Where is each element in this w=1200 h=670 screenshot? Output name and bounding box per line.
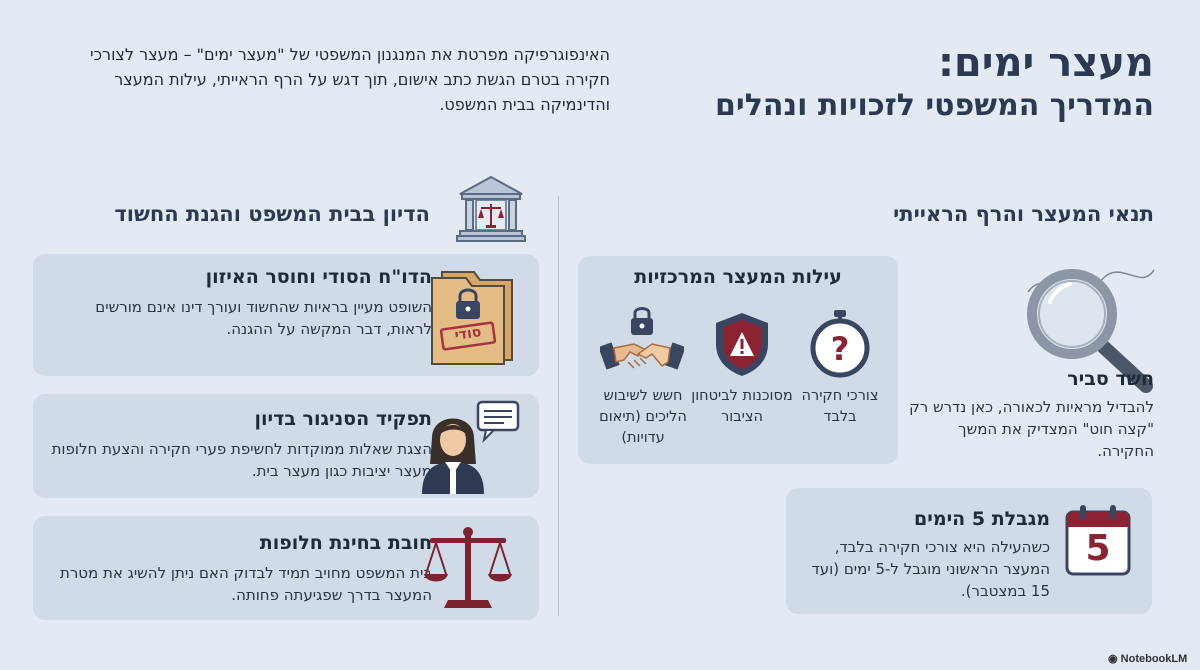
secret-folder-icon: סודי — [428, 264, 518, 368]
five-day-limit-title: מגבלת 5 הימים — [914, 508, 1050, 530]
calendar-icon: 5 — [1064, 502, 1132, 578]
page-subtitle: המדריך המשפטי לזכויות ונהלים — [715, 88, 1154, 123]
suspicion-title: חשד סביר — [1067, 368, 1154, 390]
ground-label-danger: מסוכנות לביטחון הציבור — [691, 388, 793, 425]
intro-text: האינפוגרפיקה מפרטת את המנגנון המשפטי של … — [90, 45, 610, 114]
magnifier-icon — [1020, 262, 1160, 394]
secret-report-text: השופט מעיין בראיות שהחשוד ועורך דינו אינ… — [95, 298, 432, 338]
detention-grounds-title: עילות המעצר המרכזיות — [634, 266, 842, 288]
page-title: מעצר ימים: — [937, 40, 1154, 86]
svg-text:?: ? — [831, 330, 850, 368]
lawyer-icon — [418, 398, 522, 494]
ground-label-investigation: צורכי חקירה בלבד — [801, 388, 879, 425]
courthouse-icon — [456, 174, 526, 242]
calendar-number: 5 — [1085, 528, 1111, 569]
left-section-heading: הדיון בבית המשפט והגנת החשוד — [114, 202, 430, 226]
alternatives-title: חובת בחינת חלופות — [259, 532, 432, 554]
defender-role-title: תפקיד הסניגור בדיון — [254, 408, 432, 430]
warning-shield-icon — [712, 310, 772, 378]
suspicion-text: להבדיל מראיות לכאורה, כאן נדרש רק "קצה ח… — [909, 398, 1154, 460]
notebooklm-icon: ◉ — [1108, 653, 1118, 665]
scales-icon — [422, 524, 514, 612]
right-section-heading: תנאי המעצר והרף הראייתי — [893, 202, 1154, 226]
alternatives-text: בית המשפט מחויב תמיד לבדוק האם ניתן להשי… — [59, 564, 432, 604]
ground-label-obstruction: חשש לשיבוש הליכים (תיאום עדויות) — [599, 388, 687, 446]
notebooklm-logo: ◉ NotebookLM — [1108, 652, 1187, 665]
footer-brand: NotebookLM — [1120, 653, 1188, 665]
defender-role-text: הצגת שאלות ממוקדות לחשיפת פערי חקירה והצ… — [51, 440, 432, 480]
handshake-lock-icon — [598, 304, 686, 380]
secret-report-title: הדו"ח הסודי וחוסר האיזון — [205, 266, 432, 288]
five-day-limit-text: כשהעילה היא צורכי חקירה בלבד, המעצר הראש… — [811, 538, 1050, 600]
section-divider — [558, 196, 559, 616]
stopwatch-question-icon: ? — [807, 308, 873, 378]
